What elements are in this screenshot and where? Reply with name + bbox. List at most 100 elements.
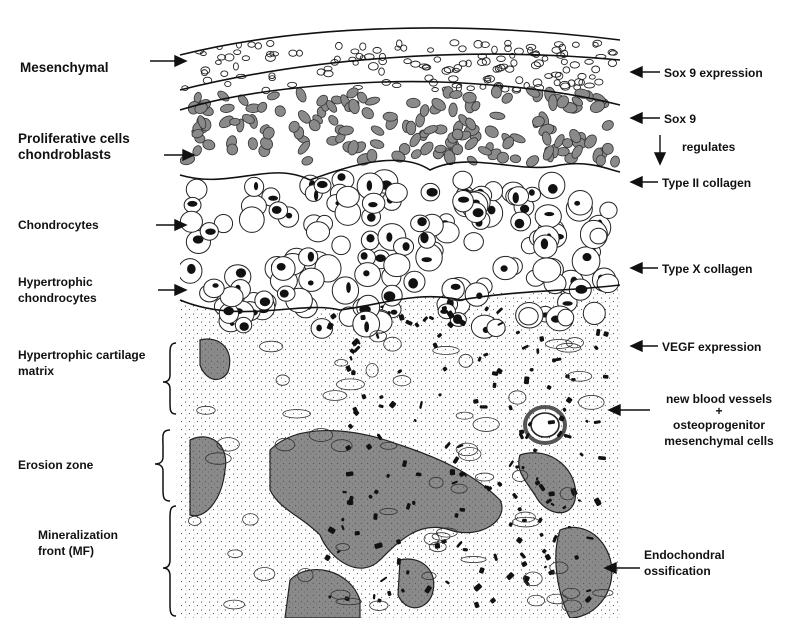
chondrocyte-nucleus	[391, 310, 398, 315]
chondrocyte-nucleus	[548, 184, 558, 194]
label-blood-vessels-plus: +	[654, 404, 784, 418]
chondrocyte-nucleus	[236, 268, 246, 277]
chondrocyte-cell	[239, 207, 264, 233]
chondrocyte-cell	[336, 186, 359, 207]
label-blood-vessels-line2: osteoprogenitor	[654, 418, 784, 432]
chondrocyte-cell	[332, 277, 358, 304]
proliferative-cell	[491, 86, 502, 99]
chondrocyte-nucleus	[420, 233, 428, 244]
osteoprogenitor-cell	[603, 375, 609, 379]
chondrocyte-nucleus	[363, 270, 369, 276]
chondrocyte-cell	[533, 258, 561, 282]
chondrocyte-nucleus	[421, 257, 431, 262]
osteoprogenitor-cell	[524, 376, 530, 384]
chondrocyte-nucleus	[515, 219, 525, 229]
chondrocyte-nucleus	[427, 188, 438, 197]
label-blood-vessels-line3: mesenchymal cells	[654, 434, 784, 448]
chondrocyte-nucleus	[277, 263, 286, 271]
osteoprogenitor-cell	[459, 508, 465, 512]
arrow-typex-collagen	[631, 263, 658, 273]
arrow-sox9	[631, 113, 660, 123]
chondrocyte-nucleus	[529, 189, 535, 196]
chondrocyte-nucleus	[260, 297, 270, 306]
label-hypertrophic-line2: chondrocytes	[18, 291, 97, 305]
osteoprogenitor-cell	[539, 336, 544, 342]
chondrocyte-nucleus	[562, 301, 572, 305]
chondrocyte-cell	[332, 236, 350, 255]
mesenchymal-cell	[214, 40, 222, 45]
chondrocyte-cell	[186, 179, 207, 199]
chondrocyte-cell	[568, 190, 592, 215]
osteoprogenitor-cell	[416, 472, 422, 476]
chondrocyte-nucleus	[280, 290, 289, 298]
arrow-type2-collagen	[631, 177, 658, 187]
proliferative-cell	[406, 121, 416, 135]
osteoprogenitor-cell	[412, 501, 416, 505]
chondrocyte-nucleus	[367, 213, 376, 222]
chondrocyte-nucleus	[239, 322, 248, 331]
osteoprogenitor-cell	[355, 531, 360, 535]
chondrocyte-nucleus	[367, 180, 372, 191]
mesenchymal-cell	[206, 41, 211, 47]
chondrocyte-cell	[519, 308, 538, 325]
label-endochondral-line1: Endochondral	[644, 548, 725, 562]
chondrocyte-cell	[386, 183, 408, 202]
mesenchymal-cell	[182, 47, 189, 51]
label-cartilage-matrix-line1: Hypertrophic cartilage	[18, 348, 145, 362]
chondrocyte-cell	[487, 319, 505, 336]
chondrocyte-nucleus	[366, 234, 374, 242]
osteoprogenitor-cell	[373, 513, 378, 520]
chondrocyte-nucleus	[403, 242, 410, 251]
chondrocyte-nucleus	[308, 280, 314, 285]
chondrocyte-nucleus	[254, 182, 258, 190]
proliferative-cell	[406, 98, 420, 108]
chondrocyte-nucleus	[458, 197, 469, 203]
chondrocyte-nucleus	[337, 173, 345, 181]
chondrocyte-cell	[204, 279, 225, 298]
chondrocyte-nucleus	[187, 264, 196, 274]
osteoprogenitor-cell	[360, 315, 365, 320]
chondrocyte-cell	[535, 205, 561, 228]
left-braces	[155, 343, 176, 616]
arrow-vegf	[631, 341, 658, 351]
label-endochondral-line2: ossification	[644, 564, 711, 578]
label-mesenchymal: Mesenchymal	[20, 60, 109, 76]
chondrocyte-nucleus	[212, 283, 218, 288]
chondrocyte-nucleus	[317, 181, 328, 188]
label-sox9: Sox 9	[664, 112, 696, 126]
osteoprogenitor-cell	[548, 491, 555, 496]
label-erosion-zone: Erosion zone	[18, 458, 93, 472]
osteoprogenitor-cell	[530, 368, 534, 372]
osteoprogenitor-cell	[519, 429, 525, 434]
label-hypertrophic-line1: Hypertrophic	[18, 275, 93, 289]
chondrocyte-nucleus	[364, 321, 369, 332]
osteoprogenitor-cell	[397, 558, 401, 565]
chondrocyte-nucleus	[583, 253, 592, 261]
chondrocyte-nucleus	[408, 278, 418, 288]
chondrocyte-cell	[299, 268, 324, 291]
proliferative-cell	[229, 118, 240, 126]
proliferative-cell	[383, 112, 398, 121]
blood-vessel-lumen	[531, 413, 559, 437]
chondrocyte-cell	[453, 171, 472, 189]
chondrocyte-nucleus	[361, 252, 368, 260]
osteoprogenitor-cell	[463, 548, 468, 551]
chondrocyte-nucleus	[544, 212, 554, 216]
label-proliferative-line1: Proliferative cells	[18, 131, 130, 147]
label-regulates: regulates	[682, 140, 735, 154]
proliferative-cell	[448, 103, 457, 117]
chondrocyte-nucleus	[417, 217, 426, 226]
label-type2-collagen: Type II collagen	[662, 176, 751, 190]
chondrocyte-nucleus	[368, 202, 377, 207]
chondrocyte-cell	[180, 211, 202, 232]
chondrocyte-nucleus	[386, 232, 392, 241]
osteoprogenitor-cell	[536, 348, 539, 354]
chondrocyte-nucleus	[316, 325, 322, 332]
label-vegf-expression: VEGF expression	[662, 340, 761, 354]
proliferative-cell	[367, 149, 377, 162]
osteoprogenitor-cell	[450, 469, 455, 475]
arrow-regulates-down	[655, 135, 665, 164]
chondrocyte-nucleus	[346, 282, 351, 293]
